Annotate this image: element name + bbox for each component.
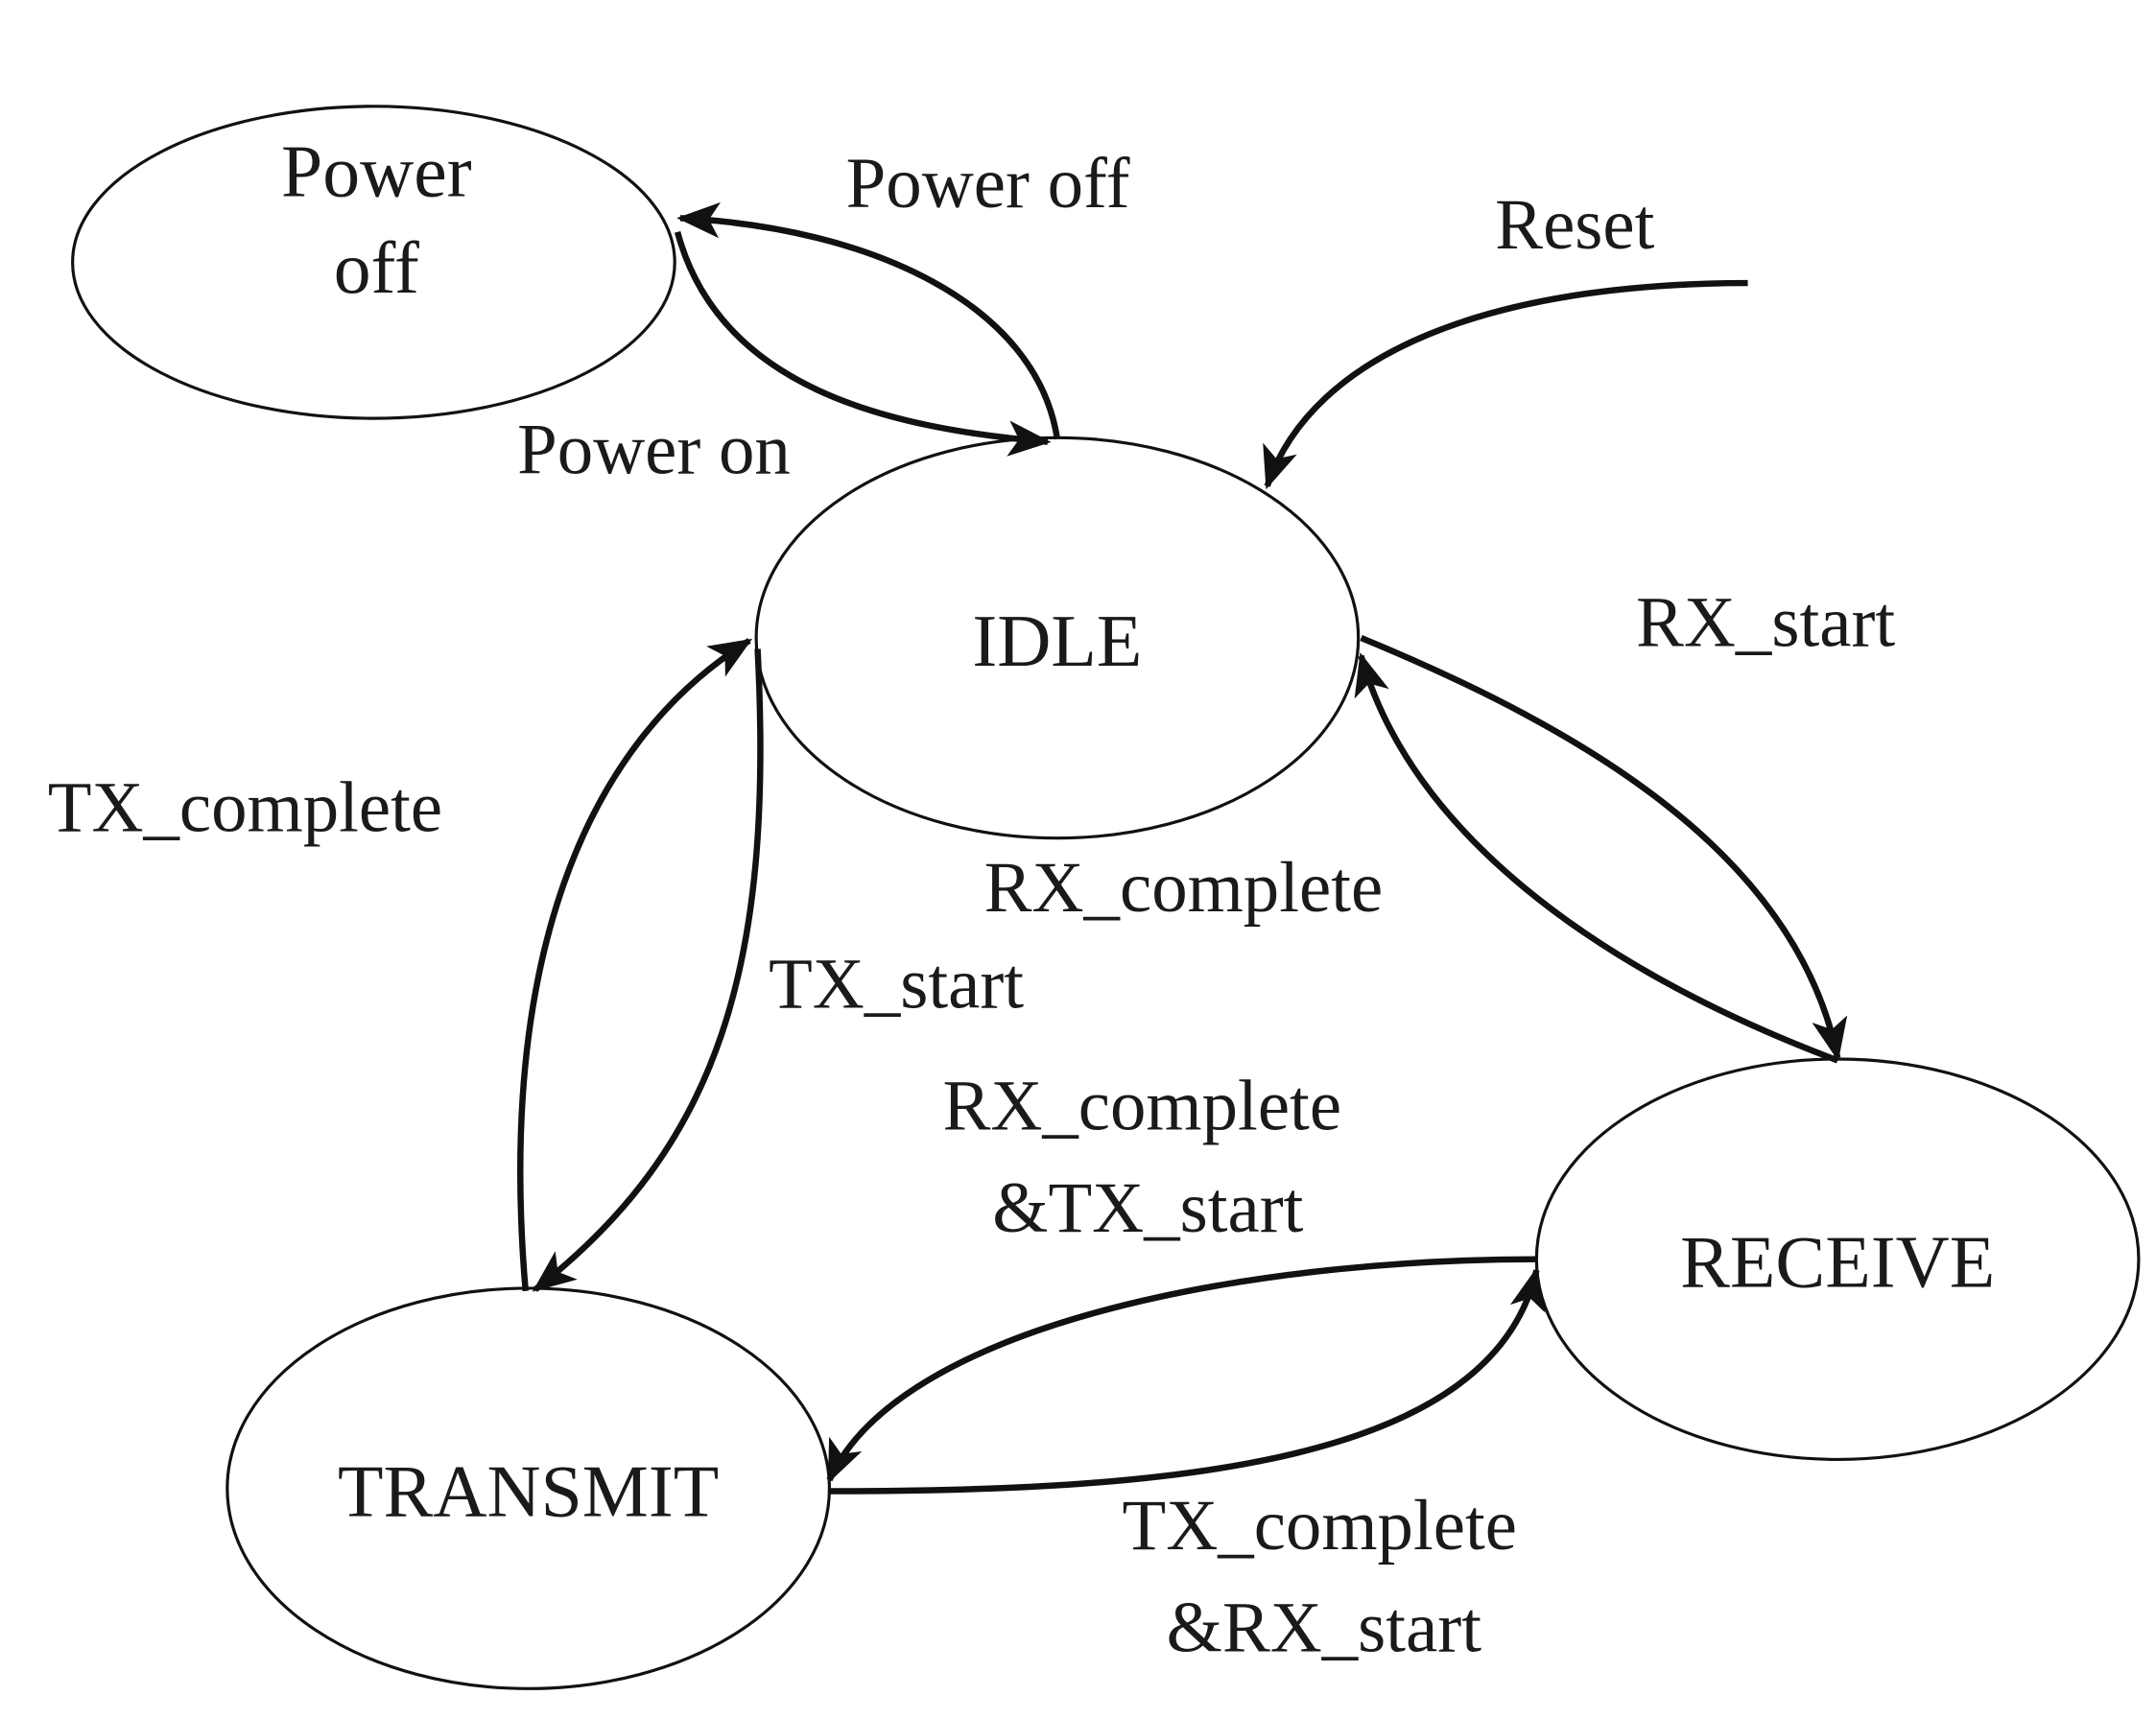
edge-rx-complete xyxy=(1354,652,1839,1064)
label-tx-complete-rx-start-line2: &RX_start xyxy=(1167,1588,1482,1667)
label-tx-complete: TX_complete xyxy=(48,767,442,847)
edge-tx-start xyxy=(532,648,764,1292)
label-rx-start: RX_start xyxy=(1636,583,1895,663)
state-idle: IDLE xyxy=(754,436,1361,840)
edge-rx-complete-tx-start xyxy=(826,1256,1537,1484)
label-rx-complete-tx-start-line2: &TX_start xyxy=(992,1168,1303,1248)
edge-reset xyxy=(1263,279,1748,490)
state-power-off-label-line1: Power xyxy=(281,130,472,212)
state-transmit: TRANSMIT xyxy=(225,1286,831,1690)
label-power-on: Power on xyxy=(517,411,791,490)
label-reset: Reset xyxy=(1495,185,1654,265)
state-idle-label: IDLE xyxy=(972,600,1142,682)
state-transmit-label: TRANSMIT xyxy=(338,1449,719,1532)
edge-tx-complete xyxy=(517,638,753,1292)
label-tx-complete-rx-start-line1: TX_complete xyxy=(1123,1486,1517,1566)
edge-power-off xyxy=(676,201,1061,440)
edge-power-on xyxy=(674,230,1052,457)
label-power-off: Power off xyxy=(846,144,1130,224)
label-rx-complete-tx-start-line1: RX_complete xyxy=(942,1066,1341,1145)
label-tx-start: TX_start xyxy=(769,945,1024,1024)
state-receive: RECEIVE xyxy=(1534,1057,2141,1461)
state-power-off: Power off xyxy=(71,105,676,420)
edge-tx-complete-rx-start xyxy=(829,1266,1546,1495)
state-power-off-label-line2: off xyxy=(334,226,419,309)
state-receive-label: RECEIVE xyxy=(1680,1220,1995,1303)
edge-rx-start xyxy=(1360,634,1848,1062)
label-rx-complete: RX_complete xyxy=(984,848,1384,928)
